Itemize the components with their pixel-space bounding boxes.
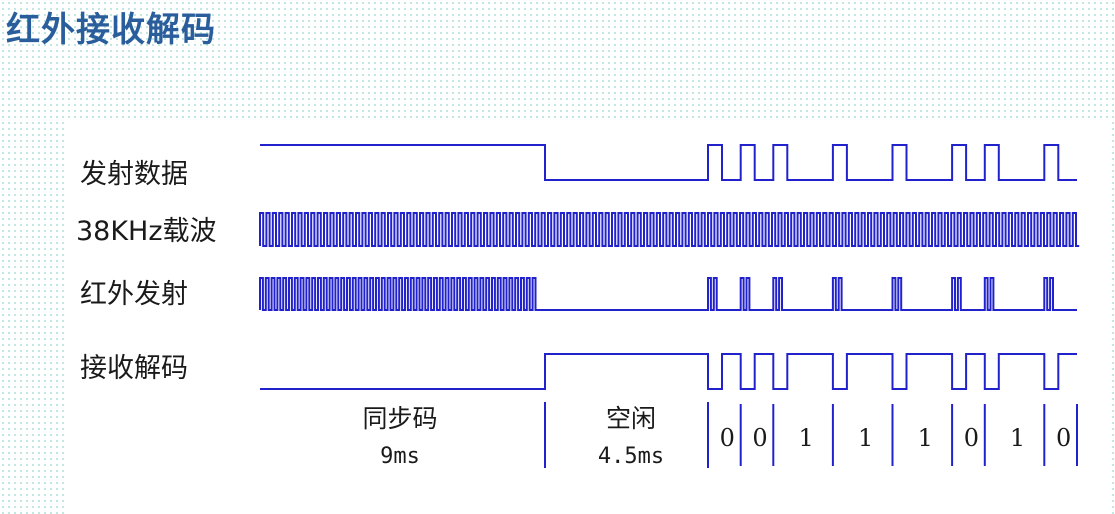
- bit-label: 0: [752, 424, 767, 452]
- bit-label: 1: [1010, 424, 1025, 452]
- row-label-rx-decode: 接收解码: [80, 353, 188, 384]
- send-data-waveform: [260, 144, 1077, 181]
- bit-label: 0: [720, 424, 735, 452]
- bit-label: 1: [858, 424, 873, 452]
- idle-label: 空闲: [606, 404, 656, 433]
- idle-duration: 4.5ms: [598, 444, 664, 469]
- ir-emit-waveform: [259, 277, 1077, 311]
- bit-label: 0: [964, 424, 979, 452]
- page-title: 红外接收解码: [6, 10, 216, 50]
- sync-code-label: 同步码: [362, 404, 437, 433]
- bit-label: 0: [1056, 424, 1071, 452]
- row-label-send-data: 发射数据: [80, 159, 188, 190]
- timing-diagram-panel: [68, 120, 1108, 514]
- row-label-carrier: 38KHz载波: [76, 216, 217, 247]
- row-label-ir-emit: 红外发射: [80, 279, 188, 310]
- sync-code-duration: 9ms: [380, 444, 420, 469]
- bit-label: 1: [798, 424, 813, 452]
- rx-decode-waveform: [260, 353, 1077, 390]
- carrier-waveform: [259, 212, 1080, 247]
- bit-label: 1: [918, 424, 933, 452]
